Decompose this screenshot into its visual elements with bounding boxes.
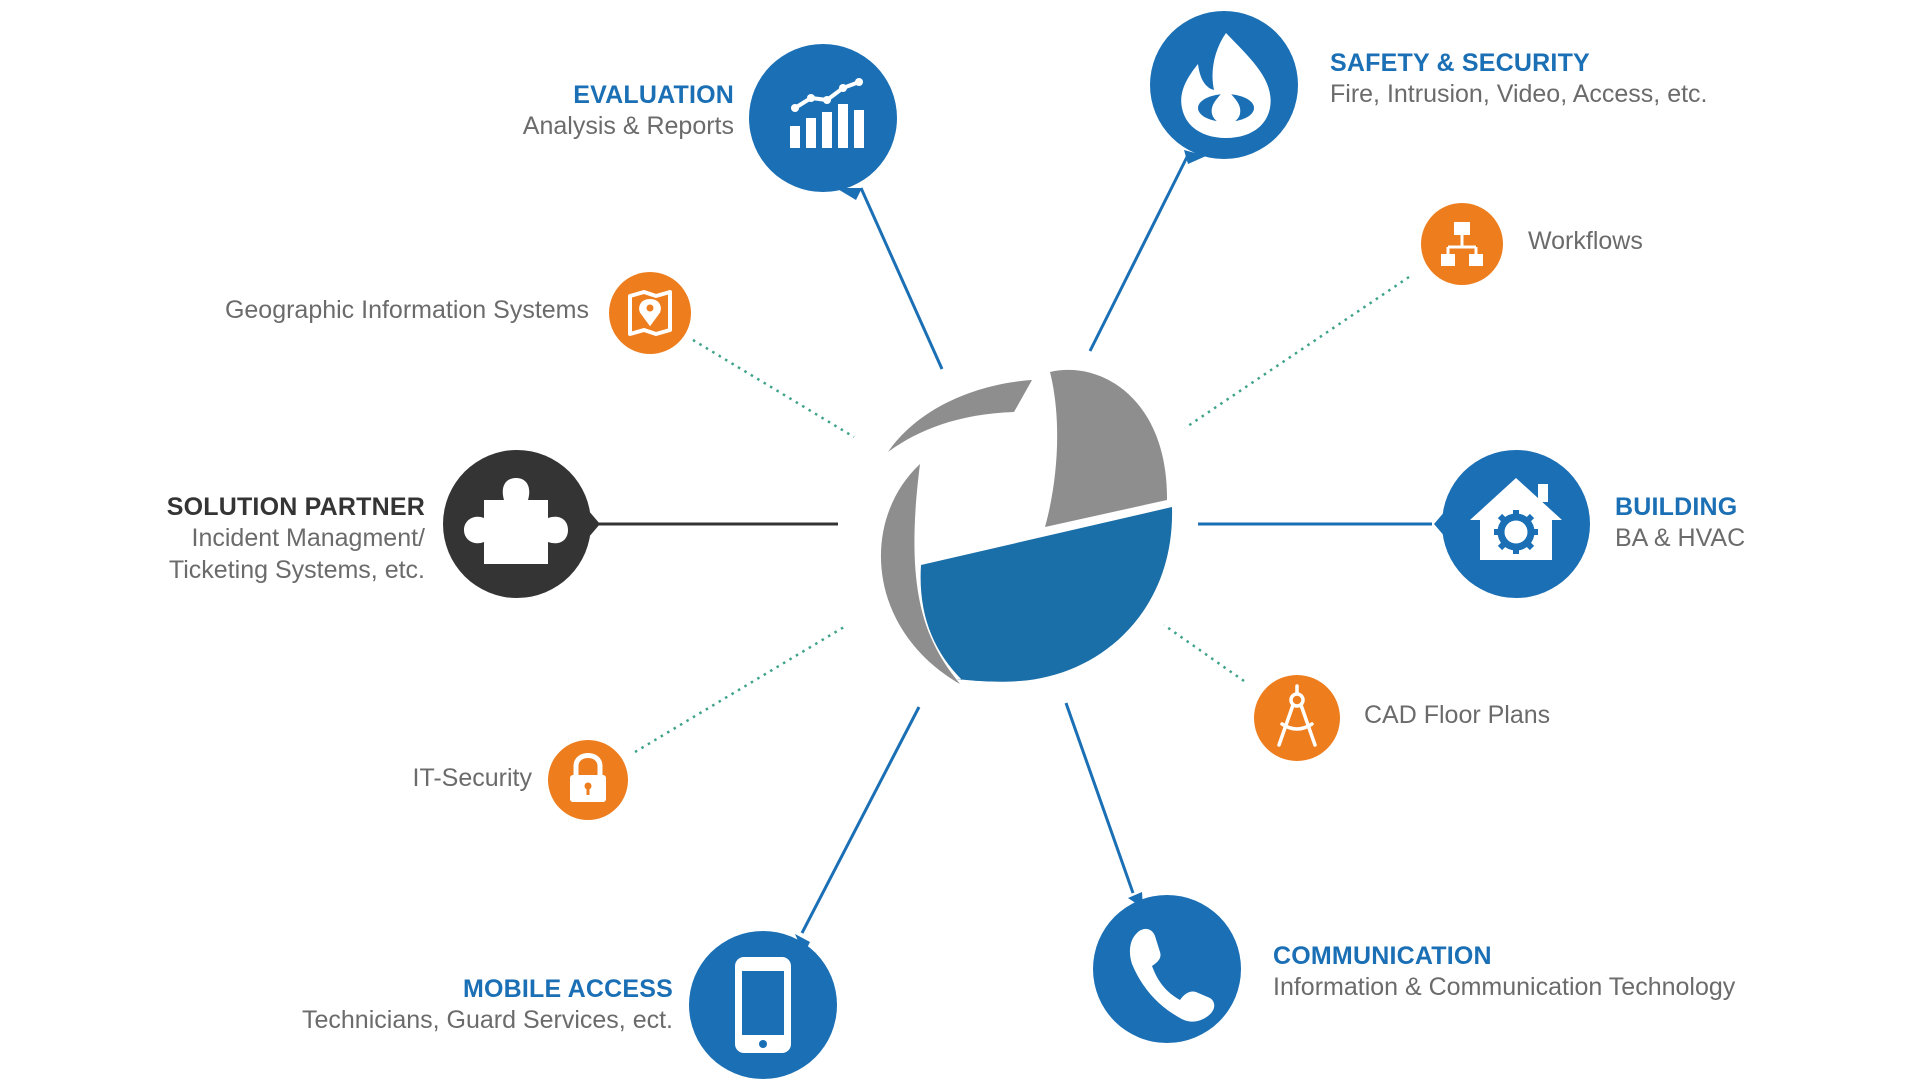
- node-pin-tail: [1128, 892, 1143, 908]
- smartphone-icon: [735, 957, 791, 1053]
- node-pin-tail: [1434, 510, 1446, 538]
- globe-lower-blue-segment: [920, 507, 1173, 682]
- puzzle-piece-icon: [464, 478, 568, 564]
- node-title: BUILDING: [1615, 493, 1738, 521]
- label-gis: Geographic Information Systems: [224, 296, 589, 324]
- label-cad: CAD Floor Plans: [1364, 701, 1551, 729]
- node-gis[interactable]: [609, 272, 691, 354]
- phone-handset-icon: [1129, 928, 1215, 1022]
- connector-communication: [1064, 702, 1135, 894]
- node-pin-tail: [836, 188, 862, 200]
- connector-safety-security: [1088, 156, 1189, 352]
- node-title: MOBILE ACCESS: [462, 975, 673, 1003]
- globe-upper-right-segment: [1045, 369, 1168, 527]
- house-gear-icon: [1470, 478, 1562, 560]
- globe-upper-left-arc: [888, 380, 1032, 452]
- node-subtitle: Information & Communication Technology: [1273, 973, 1736, 1002]
- node-subtitle: BA & HVAC: [1615, 524, 1746, 553]
- connector-mobile-access: [800, 706, 921, 934]
- node-title: COMMUNICATION: [1273, 942, 1492, 970]
- node-subtitle: Fire, Intrusion, Video, Access, etc.: [1330, 80, 1708, 109]
- node-subtitle: Analysis & Reports: [522, 112, 734, 141]
- node-title: SAFETY & SECURITY: [1330, 49, 1590, 77]
- node-pin-tail: [1184, 150, 1206, 164]
- flame-icon: [1181, 33, 1271, 138]
- node-safety-security[interactable]: [1150, 11, 1298, 164]
- node-workflows[interactable]: [1421, 203, 1503, 285]
- node-evaluation[interactable]: [749, 44, 897, 200]
- label-it-security: IT-Security: [412, 764, 532, 792]
- connectors: [594, 156, 1432, 934]
- label-mobile-access: MOBILE ACCESS Technicians, Guard Service…: [302, 974, 673, 1037]
- node-it-security[interactable]: [548, 740, 628, 820]
- node-subtitle-line2: Ticketing Systems, etc.: [168, 555, 425, 584]
- flowchart-icon: [1441, 222, 1483, 266]
- node-cad[interactable]: [1254, 675, 1340, 761]
- label-solution-partner: SOLUTION PARTNER Incident Managment/ Tic…: [167, 492, 425, 586]
- node-solution-partner[interactable]: [443, 450, 600, 598]
- node-circle: [1254, 675, 1340, 761]
- label-evaluation: EVALUATION Analysis & Reports: [523, 80, 734, 143]
- node-mobile-access[interactable]: [689, 931, 837, 1079]
- node-title: SOLUTION PARTNER: [166, 493, 425, 521]
- connector-cad: [1163, 623, 1245, 683]
- node-pin-tail: [795, 934, 810, 954]
- padlock-icon: [570, 753, 606, 802]
- node-subtitle: Technicians, Guard Services, ect.: [302, 1006, 673, 1035]
- node-title: EVALUATION: [573, 81, 734, 109]
- globe-logo: [880, 369, 1173, 684]
- globe-left-segment: [880, 464, 960, 684]
- map-pin-icon: [628, 290, 672, 336]
- connector-evaluation: [859, 187, 944, 370]
- node-building[interactable]: [1434, 450, 1590, 598]
- node-communication[interactable]: [1093, 892, 1241, 1043]
- connector-it-security: [634, 625, 845, 754]
- node-circle: [1093, 895, 1241, 1043]
- connector-workflows: [1184, 275, 1410, 430]
- node-pin-tail: [588, 510, 600, 538]
- bar-chart-icon: [790, 78, 864, 148]
- label-workflows: Workflows: [1528, 227, 1643, 255]
- node-subtitle-line1: Incident Managment/: [191, 524, 425, 553]
- label-communication: COMMUNICATION Information & Communicatio…: [1273, 941, 1735, 1004]
- connector-gis: [692, 338, 855, 439]
- label-building: BUILDING BA & HVAC: [1615, 492, 1745, 555]
- compass-icon: [1277, 684, 1317, 747]
- label-safety-security: SAFETY & SECURITY Fire, Intrusion, Video…: [1330, 48, 1708, 111]
